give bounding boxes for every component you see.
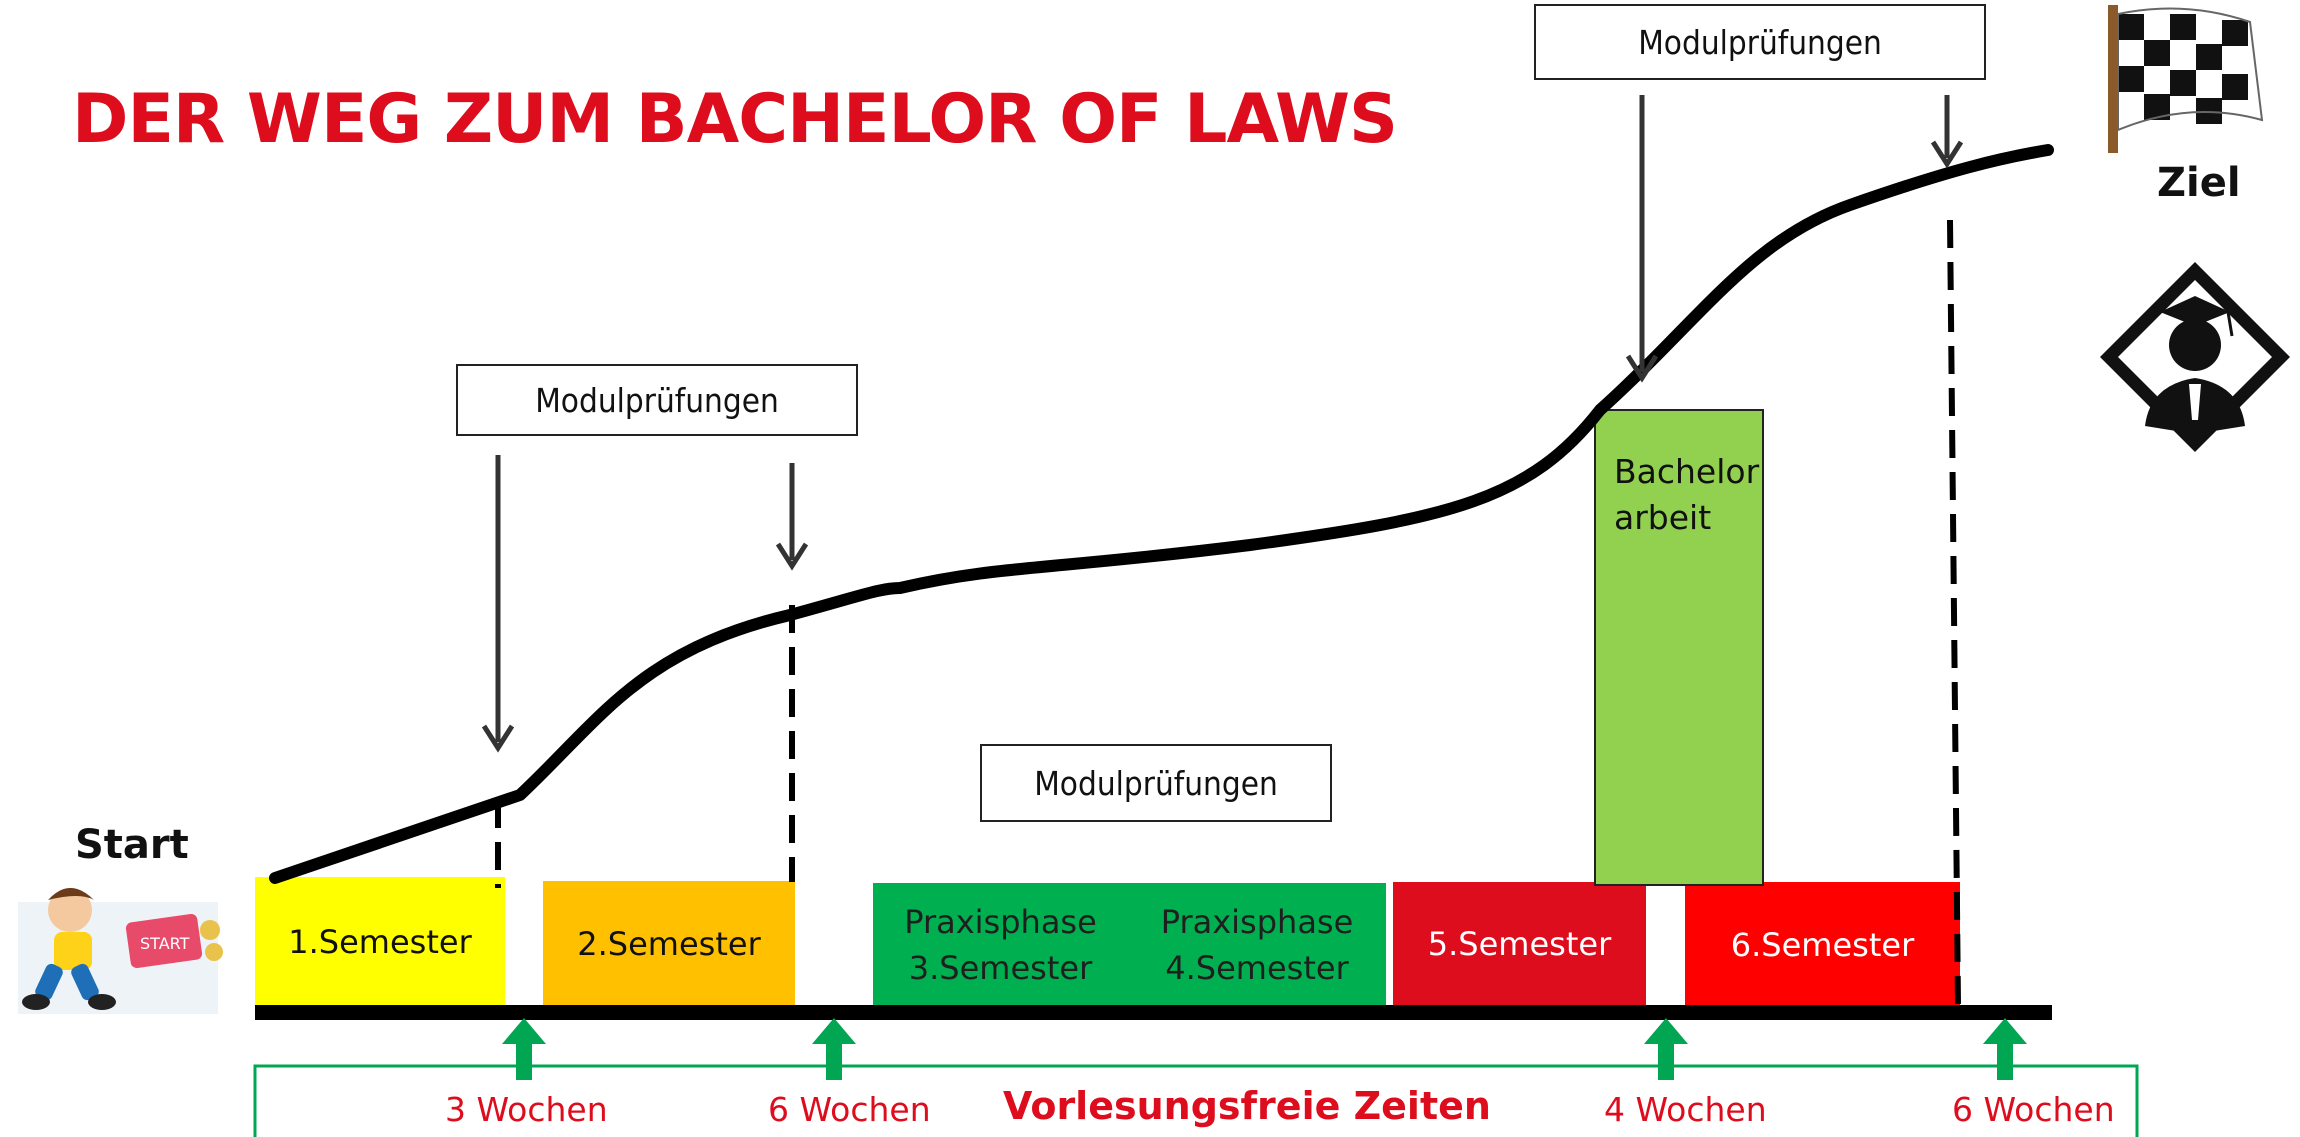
- thesis-line1: Bachelor: [1614, 452, 1760, 491]
- start-label: Start: [75, 822, 189, 868]
- start-badge-text: START: [140, 934, 190, 953]
- exam-box-middle: Modulprüfungen: [980, 744, 1332, 822]
- break-arrow-2: [812, 1018, 856, 1080]
- semester-4-line1: Praxisphase: [1160, 902, 1354, 941]
- break-1-label: 3 Wochen: [445, 1090, 608, 1129]
- exam-box-middle-label: Modulprüfungen: [1034, 763, 1278, 803]
- arrow-top-1-head: [1625, 354, 1659, 383]
- exam-box-left: Modulprüfungen: [456, 364, 858, 436]
- break-arrow-4: [1983, 1018, 2027, 1080]
- dash-3: [1947, 219, 1961, 1006]
- break-arrow-3: [1644, 1018, 1688, 1080]
- breaks-heading: Vorlesungsfreie Zeiten: [1003, 1084, 1491, 1128]
- thesis-line2: arbeit: [1614, 498, 1712, 538]
- arrow-left-2-head: [775, 542, 809, 571]
- arrow-left-1-head: [481, 724, 515, 753]
- semester-3-line1: Praxisphase: [904, 902, 1097, 941]
- exam-box-top: Modulprüfungen: [1534, 4, 1986, 80]
- semester-2-label: 2.Semester: [577, 924, 761, 963]
- break-4-label: 6 Wochen: [1952, 1090, 2115, 1129]
- break-arrow-1: [502, 1018, 546, 1080]
- break-arrows: [502, 1018, 2027, 1080]
- bachelor-thesis-block: Bachelor arbeit: [1594, 409, 1764, 886]
- exam-arrows: [481, 95, 1964, 753]
- goal-label: Ziel: [2157, 160, 2241, 206]
- page-title: DER WEG ZUM BACHELOR OF LAWS: [72, 80, 1398, 159]
- exam-box-top-label: Modulprüfungen: [1638, 22, 1882, 62]
- graduate-icon: [2100, 262, 2290, 452]
- progress-curve: [269, 144, 2054, 884]
- arrow-top-2-head: [1930, 140, 1964, 169]
- break-bracket: [253, 1064, 2139, 1137]
- dashed-markers: [495, 219, 1961, 1006]
- semester-6-label: 6.Semester: [1730, 926, 1915, 964]
- break-3-label: 4 Wochen: [1604, 1090, 1767, 1129]
- exam-box-left-label: Modulprüfungen: [535, 380, 779, 420]
- checkered-flag-icon: [2108, 5, 2264, 153]
- semester-6-block: 6.Semester: [1685, 882, 1960, 1007]
- semester-2-block: 2.Semester: [543, 881, 795, 1007]
- semester-5-block: 5.Semester: [1393, 882, 1646, 1007]
- semester-1-block: 1.Semester: [255, 877, 505, 1007]
- break-2-label: 6 Wochen: [768, 1090, 931, 1129]
- semester-3-line2: 3.Semester: [908, 949, 1093, 987]
- semester-4-block: Praxisphase 4.Semester: [1128, 883, 1386, 1007]
- semester-3-block: Praxisphase 3.Semester: [873, 883, 1128, 1007]
- start-runner-icon: START: [18, 888, 223, 1014]
- semester-5-label: 5.Semester: [1427, 925, 1612, 964]
- semester-1-label: 1.Semester: [288, 922, 472, 961]
- timeline-bar: [255, 1005, 2052, 1020]
- semester-4-line2: 4.Semester: [1165, 949, 1349, 987]
